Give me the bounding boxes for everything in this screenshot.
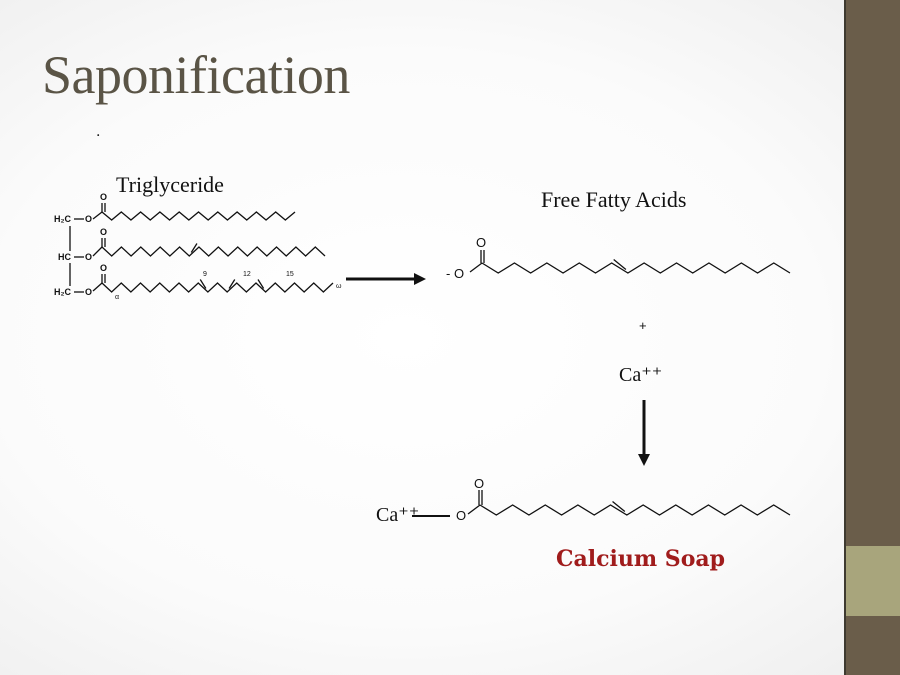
carbonyl-oxygen: O: [476, 235, 487, 250]
bond: [469, 262, 483, 273]
free-fatty-acid-chain: [481, 262, 791, 274]
double-bond: [228, 279, 236, 289]
ester-bond: [92, 246, 103, 257]
fatty-chain-saturated: [101, 211, 296, 221]
anion-oxygen: - O: [446, 266, 465, 281]
h2c-bottom-label: H₂C: [54, 287, 71, 297]
double-bond: [190, 243, 198, 253]
h2c-top-label: H₂C: [54, 214, 71, 224]
omega-label: ω: [336, 283, 342, 290]
bullet: ·: [96, 128, 101, 144]
soap-carbonyl-oxygen: O: [474, 476, 485, 491]
calcium-soap-label: Calcium Soap: [556, 546, 726, 572]
free-fatty-acids-label: Free Fatty Acids: [541, 187, 687, 212]
o-atom: O: [85, 252, 93, 262]
o-atom: O: [100, 227, 108, 237]
slide-title: Saponification: [42, 45, 350, 105]
o-atom: O: [100, 192, 108, 202]
soap-oxygen: O: [456, 508, 467, 523]
double-bond: [613, 258, 627, 271]
double-bond: [257, 279, 265, 289]
soap-chain: [479, 504, 791, 516]
bond: [467, 504, 481, 515]
arrow-head-icon: [414, 273, 426, 285]
position-15-label: 15: [286, 271, 294, 278]
fatty-chain-oleic: [101, 246, 326, 257]
ester-bond: [92, 282, 103, 292]
decorative-sidebar-band: [846, 546, 900, 616]
o-atom: O: [85, 214, 93, 224]
calcium-ion: Ca⁺⁺: [619, 364, 663, 386]
double-bond: [199, 279, 207, 289]
plus-sign: +: [639, 318, 647, 333]
arrow-head-icon: [638, 454, 650, 466]
triglyceride-label: Triglyceride: [116, 172, 224, 197]
ester-bond: [92, 211, 103, 220]
o-atom: O: [85, 287, 93, 297]
o-atom: O: [100, 263, 108, 273]
alpha-label: α: [115, 294, 120, 301]
double-bond: [612, 500, 626, 513]
soap-calcium: Ca⁺⁺: [376, 504, 420, 526]
hc-label: HC: [58, 252, 71, 262]
fatty-chain-linolenic: [101, 282, 334, 293]
position-9-label: 9: [203, 271, 207, 278]
position-12-label: 12: [243, 271, 251, 278]
